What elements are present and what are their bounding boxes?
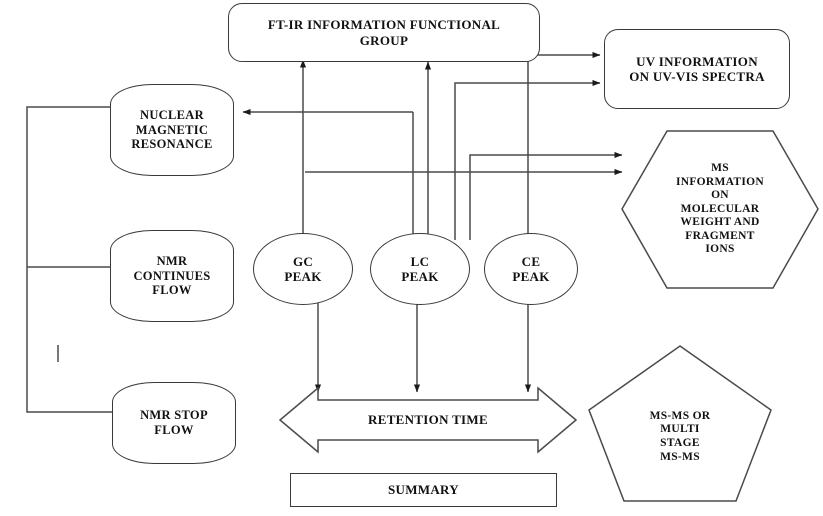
node-ftir[interactable]: FT-IR INFORMATION FUNCTIONAL GROUP [228,3,540,62]
node-gc-peak-label: GC PEAK [284,253,322,284]
wire-ce-to-uv [454,79,601,240]
node-ms-ms-label: MS-MS OR MULTI STAGE MS-MS [649,409,711,463]
node-summary[interactable]: SUMMARY [290,473,557,507]
hexagon-shape [621,130,819,289]
double-headed-arrow-shape [278,386,578,454]
node-uv[interactable]: UV INFORMATION ON UV-VIS SPECTRA [604,29,790,109]
node-lc-peak[interactable]: LC PEAK [370,233,470,305]
node-nmr-continues-flow[interactable]: NMR CONTINUES FLOW [110,230,234,322]
node-lc-peak-label: LC PEAK [401,253,439,284]
node-nuclear-magnetic-resonance[interactable]: NUCLEAR MAGNETIC RESONANCE [110,84,234,176]
node-nmr-stop-flow[interactable]: NMR STOP FLOW [112,382,236,464]
node-ms-information-label: MS INFORMATION ON MOLECULAR WEIGHT AND F… [675,162,765,256]
node-ms-information[interactable]: MS INFORMATION ON MOLECULAR WEIGHT AND F… [620,129,820,290]
wire-ce-to-msinfo [469,151,623,240]
node-retention-time-label: RETENTION TIME [368,412,488,428]
node-retention-time[interactable]: RETENTION TIME [278,386,578,454]
pentagon-shape [588,345,772,502]
node-gc-peak[interactable]: GC PEAK [253,233,353,305]
node-nmr-stop-label: NMR STOP FLOW [140,408,208,437]
wire-nmr-bus [26,106,112,413]
node-ce-peak-label: CE PEAK [512,253,550,284]
node-summary-label: SUMMARY [388,482,459,498]
node-nmr-label: NUCLEAR MAGNETIC RESONANCE [131,107,213,152]
node-ms-ms[interactable]: MS-MS OR MULTI STAGE MS-MS [585,344,775,504]
node-ftir-label: FT-IR INFORMATION FUNCTIONAL GROUP [267,17,501,48]
node-uv-label: UV INFORMATION ON UV-VIS SPECTRA [629,53,765,84]
node-ce-peak[interactable]: CE PEAK [484,233,578,305]
node-nmr-continues-label: NMR CONTINUES FLOW [133,253,211,298]
